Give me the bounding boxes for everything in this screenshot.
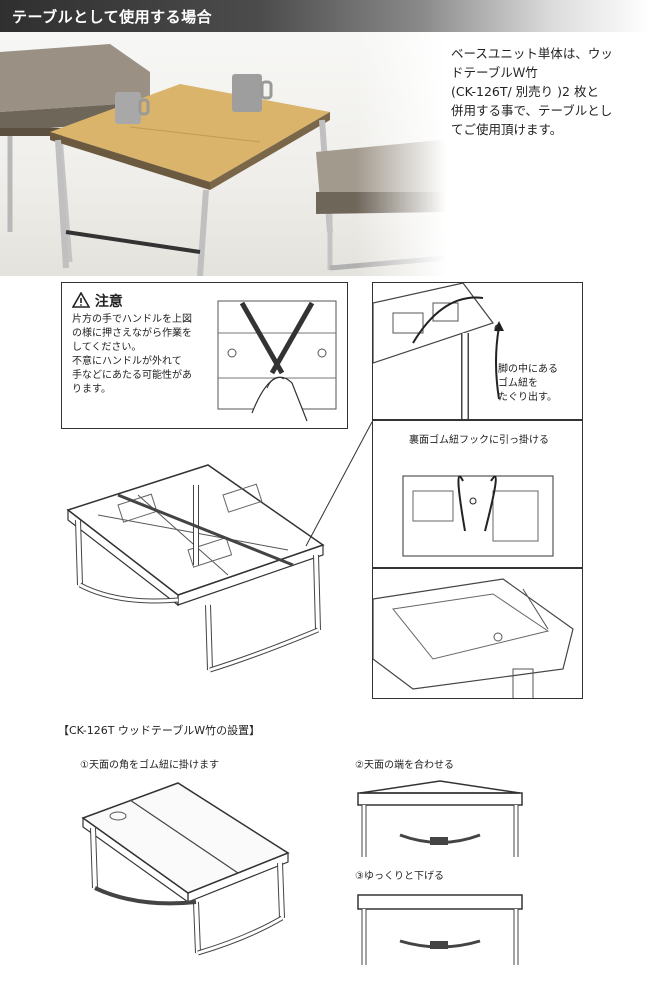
warning-triangle-icon [72,292,90,308]
caution-line: 手などにあたる可能性があ [72,370,192,381]
caution-line: 不意にハンドルが外れて [72,356,182,367]
section-header: テーブルとして使用する場合 [0,0,650,32]
section-title: テーブルとして使用する場合 [12,8,213,26]
setup-heading: 【CK-126T ウッドテーブルW竹の設置】 [58,724,261,737]
hook-instruction: 裏面ゴム紐フックに引っ掛ける [409,435,549,446]
description-line: てご使用頂けます。 [451,122,563,137]
description-line: ドテーブルＷ竹 [451,65,538,80]
arrow-up-icon [494,321,504,400]
caution-line: 片方の手でハンドルを上図 [72,314,192,325]
step-2-illustration [357,780,523,857]
description-line: ベースユニット単体は、ウッ [451,46,613,61]
table-frame-diagram [66,464,325,673]
caution-line: してください。 [72,342,142,353]
caution-line: ります。 [72,384,111,395]
leg-line: たぐり出す。 [498,392,557,403]
product-photo [0,32,446,276]
leg-instruction: 脚の中にある ゴム紐を たぐり出す。 [498,363,580,405]
caution-illustration [217,300,337,422]
detail-box-frame [372,568,583,699]
description-text: ベースユニット単体は、ウッ ドテーブルＷ竹 (CK-126T/ 別売り )2 枚… [451,44,645,139]
detail-box-leg: 脚の中にある ゴム紐を たぐり出す。 [372,282,583,420]
leg-line: ゴム紐を [498,378,538,389]
description-line: (CK-126T/ 別売り )2 枚と [451,84,599,99]
detail-box-hook: 裏面ゴム紐フックに引っ掛ける [372,420,583,568]
caution-text: 片方の手でハンドルを上図 の様に押さえながら作業を してください。 不意にハンド… [72,313,212,397]
leg-line: 脚の中にある [498,364,558,375]
description-line: 併用する事で、テーブルとし [451,103,613,118]
caution-heading: 注意 [72,291,123,311]
step-1-illustration [81,782,290,956]
step-1-label: ①天面の角をゴム紐に掛けます [80,760,219,771]
step-3-label: ③ゆっくりと下げる [355,871,444,882]
photo-fade [356,32,446,276]
step-2-label: ②天面の端を合わせる [355,760,454,771]
caution-line: の様に押さえながら作業を [72,328,192,339]
caution-box: 注意 片方の手でハンドルを上図 の様に押さえながら作業を してください。 不意に… [61,282,348,429]
caution-title: 注意 [94,294,123,310]
callout-line [305,421,373,547]
step-3-illustration [357,894,523,965]
